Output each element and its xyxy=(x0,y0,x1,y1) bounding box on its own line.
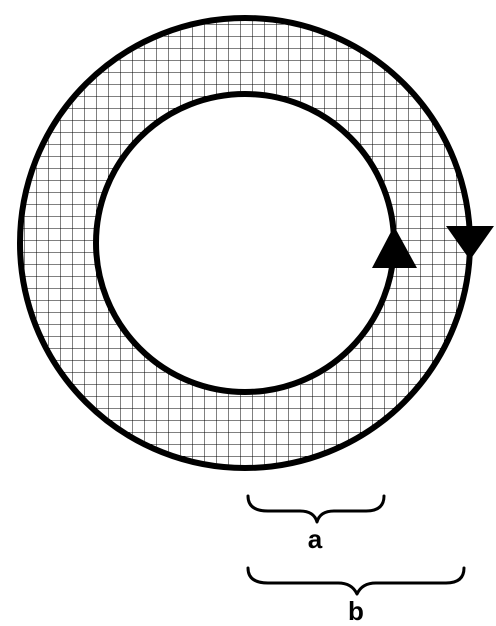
label-a: a xyxy=(308,524,323,554)
brace-a xyxy=(246,494,386,524)
inner-circle xyxy=(93,91,397,395)
brace-b xyxy=(246,566,466,596)
label-b: b xyxy=(348,596,364,626)
outer-direction-arrow-icon xyxy=(446,226,494,260)
inner-direction-arrow-icon xyxy=(372,226,417,268)
